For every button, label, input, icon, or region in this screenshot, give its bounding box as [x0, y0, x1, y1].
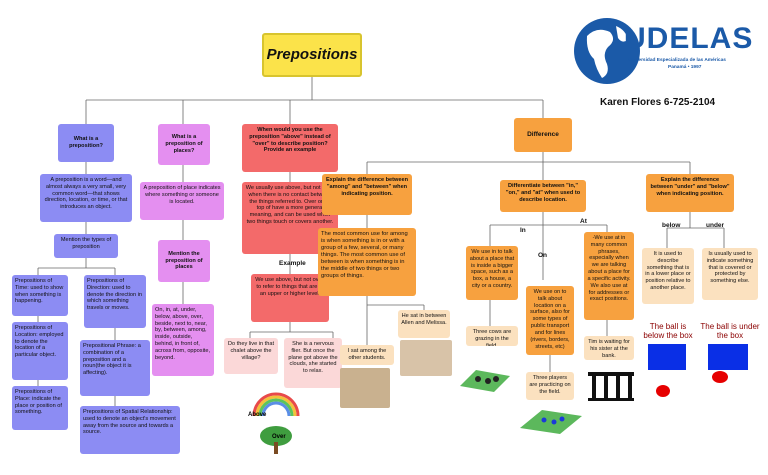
place-prepositions-node: Prepositions of Place: indicate the plac… — [12, 386, 68, 430]
above-usage-node: We use above, but not over, to refer to … — [251, 274, 329, 322]
in-example-node: Three cows are grazing in the field. — [466, 326, 518, 346]
udelas-logo: UDELAS Universidad Especializada de las … — [572, 14, 752, 89]
direction-prepositions-node: Prepositions of Direction: used to denot… — [84, 275, 146, 328]
under-box-icon — [708, 344, 748, 370]
students-image — [340, 368, 390, 408]
globe-icon — [574, 18, 640, 84]
under-label: under — [706, 222, 725, 229]
cows-field-image — [456, 364, 512, 392]
on-example-node: Three players are practicing on the fiel… — [526, 372, 574, 400]
between-example-node: He sat in between Allen and Melissa. — [398, 310, 450, 338]
difference-node: Difference — [514, 118, 572, 152]
spatial-prepositions-node: Prepositions of Spatial Relationship: us… — [80, 406, 180, 454]
players-field-image — [516, 406, 586, 434]
under-ball-icon — [712, 371, 728, 383]
under-caption: The ball is under the box — [700, 322, 760, 340]
below-ball-icon — [656, 385, 670, 397]
example-plane-node: She is a nervous flier. But once the pla… — [284, 338, 342, 388]
time-prepositions-node: Prepositions of Time: used to show when … — [12, 275, 68, 316]
friends-image — [400, 340, 452, 376]
over-label: Over — [272, 434, 286, 440]
field-icon — [460, 370, 510, 392]
example-chalet-node: Do they live in that chalet above the vi… — [224, 338, 278, 374]
among-example-node: I sat among the other students. — [340, 345, 394, 365]
rainbow-tree-icon — [252, 392, 300, 454]
bank-image — [586, 366, 636, 402]
logo-name: UDELAS — [624, 22, 754, 55]
above-over-question-node: When would you use the preposition "abov… — [242, 124, 338, 172]
at-explanation-node: -We use at in many common phrases, espec… — [584, 232, 634, 320]
on-explanation-node: We use on to talk about location on a su… — [526, 286, 574, 355]
mention-place-prepositions-node: Mention the preposition of places — [158, 240, 210, 282]
place-definition-node: A preposition of place indicates where s… — [140, 182, 224, 220]
under-explanation-node: Is usually used to indicate something th… — [702, 248, 758, 300]
logo-year: Panamá • 1997 — [668, 65, 702, 70]
below-box-icon — [648, 344, 686, 370]
below-explanation-node: It is used to describe something that is… — [642, 248, 694, 304]
author-name: Karen Flores 6-725-2104 — [600, 97, 716, 108]
on-label: On — [538, 252, 548, 259]
below-caption: The ball is below the box — [643, 322, 693, 340]
above-over-illustration: Above Over — [246, 388, 306, 458]
place-prepositions-list-node: On, in, at, under, below, above, over, b… — [152, 304, 214, 376]
in-explanation-node: We use in to talk about a place that is … — [466, 246, 518, 300]
at-example-node: Tim is waiting for his sister at the ban… — [584, 336, 634, 360]
what-is-place-preposition-node: What is a preposition of places? — [158, 124, 210, 165]
soccer-field-icon — [520, 410, 582, 434]
preposition-definition-node: A preposition is a word—and almost alway… — [40, 174, 132, 222]
in-on-at-question-node: Differentiate between "in," "on," and "a… — [500, 180, 586, 212]
logo-subtitle: Universidad Especializada de las América… — [628, 58, 726, 63]
among-between-question-node: Explain the difference between "among" a… — [322, 174, 412, 215]
example-label: Example — [279, 260, 306, 267]
bank-icon — [588, 372, 634, 401]
above-label: Above — [248, 412, 267, 418]
among-between-explanation-node: The most common use for among is when so… — [318, 228, 416, 296]
page-title: Prepositions — [262, 33, 362, 77]
what-is-preposition-node: What is a preposition? — [58, 124, 114, 162]
under-below-question-node: Explain the difference between "under" a… — [646, 174, 734, 212]
below-label: below — [662, 222, 681, 229]
location-prepositions-node: Prepositions of Location: employed to de… — [12, 322, 68, 380]
in-label: In — [520, 227, 526, 234]
mention-types-node: Mention the types of preposition — [54, 234, 118, 258]
at-label: At — [580, 218, 587, 225]
prepositional-phrase-node: Prepositional Phrase: a combination of a… — [80, 340, 150, 396]
